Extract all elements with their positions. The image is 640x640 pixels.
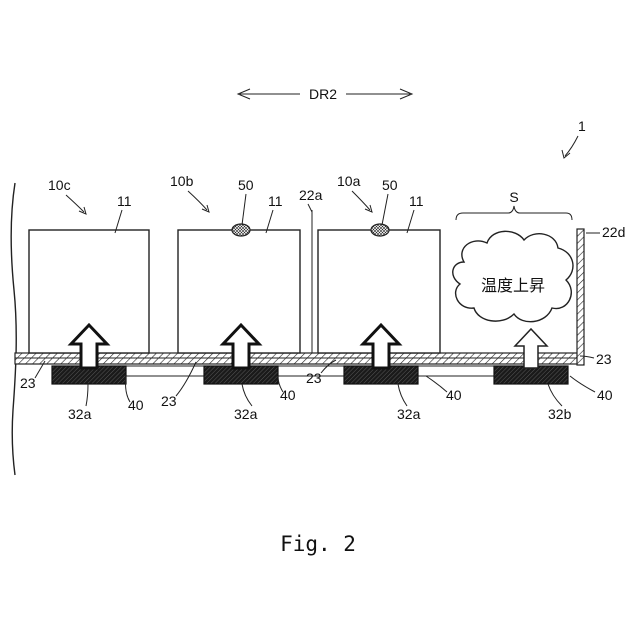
space-s: S (456, 189, 572, 220)
cooler-label: 32a (68, 406, 92, 422)
member-ref-label: 11 (117, 193, 132, 209)
temperature-cloud: 温度上昇 (453, 231, 573, 321)
wall-22d (577, 229, 584, 365)
member-ref-label: 11 (409, 193, 424, 209)
assembly-label: 1 (578, 118, 586, 134)
sheet-label: 23 (161, 393, 177, 409)
cloud-text: 温度上昇 (481, 276, 545, 295)
assembly-reference: 1 (562, 118, 586, 158)
sensor-50 (232, 224, 250, 236)
sheet-23 (15, 353, 583, 364)
cell-ref-label: 10b (170, 173, 194, 189)
cooler-label: 32a (234, 406, 258, 422)
space-label: S (509, 189, 518, 205)
direction-arrow: DR2 (238, 86, 412, 102)
sensor-ref-label: 50 (238, 177, 254, 193)
sensor-ref-label: 50 (382, 177, 398, 193)
cooler-label: 32b (548, 406, 572, 422)
sheet-label: 23 (596, 351, 612, 367)
direction-label: DR2 (309, 86, 337, 102)
gap-label: 40 (280, 387, 296, 403)
break-line (11, 183, 16, 475)
figure-caption: Fig. 2 (280, 532, 356, 556)
sheet-label: 23 (306, 370, 322, 386)
plate-label: 22a (299, 187, 323, 203)
member-ref-label: 11 (268, 193, 283, 209)
cell-ref-label: 10c (48, 177, 71, 193)
gap-label: 40 (128, 397, 144, 413)
sheet-label: 23 (20, 375, 36, 391)
cooler-label: 32a (397, 406, 421, 422)
sensor-50 (371, 224, 389, 236)
wall-label: 22d (602, 224, 625, 240)
gap-label: 40 (597, 387, 613, 403)
gap-label: 40 (446, 387, 462, 403)
cell-ref-label: 10a (337, 173, 361, 189)
